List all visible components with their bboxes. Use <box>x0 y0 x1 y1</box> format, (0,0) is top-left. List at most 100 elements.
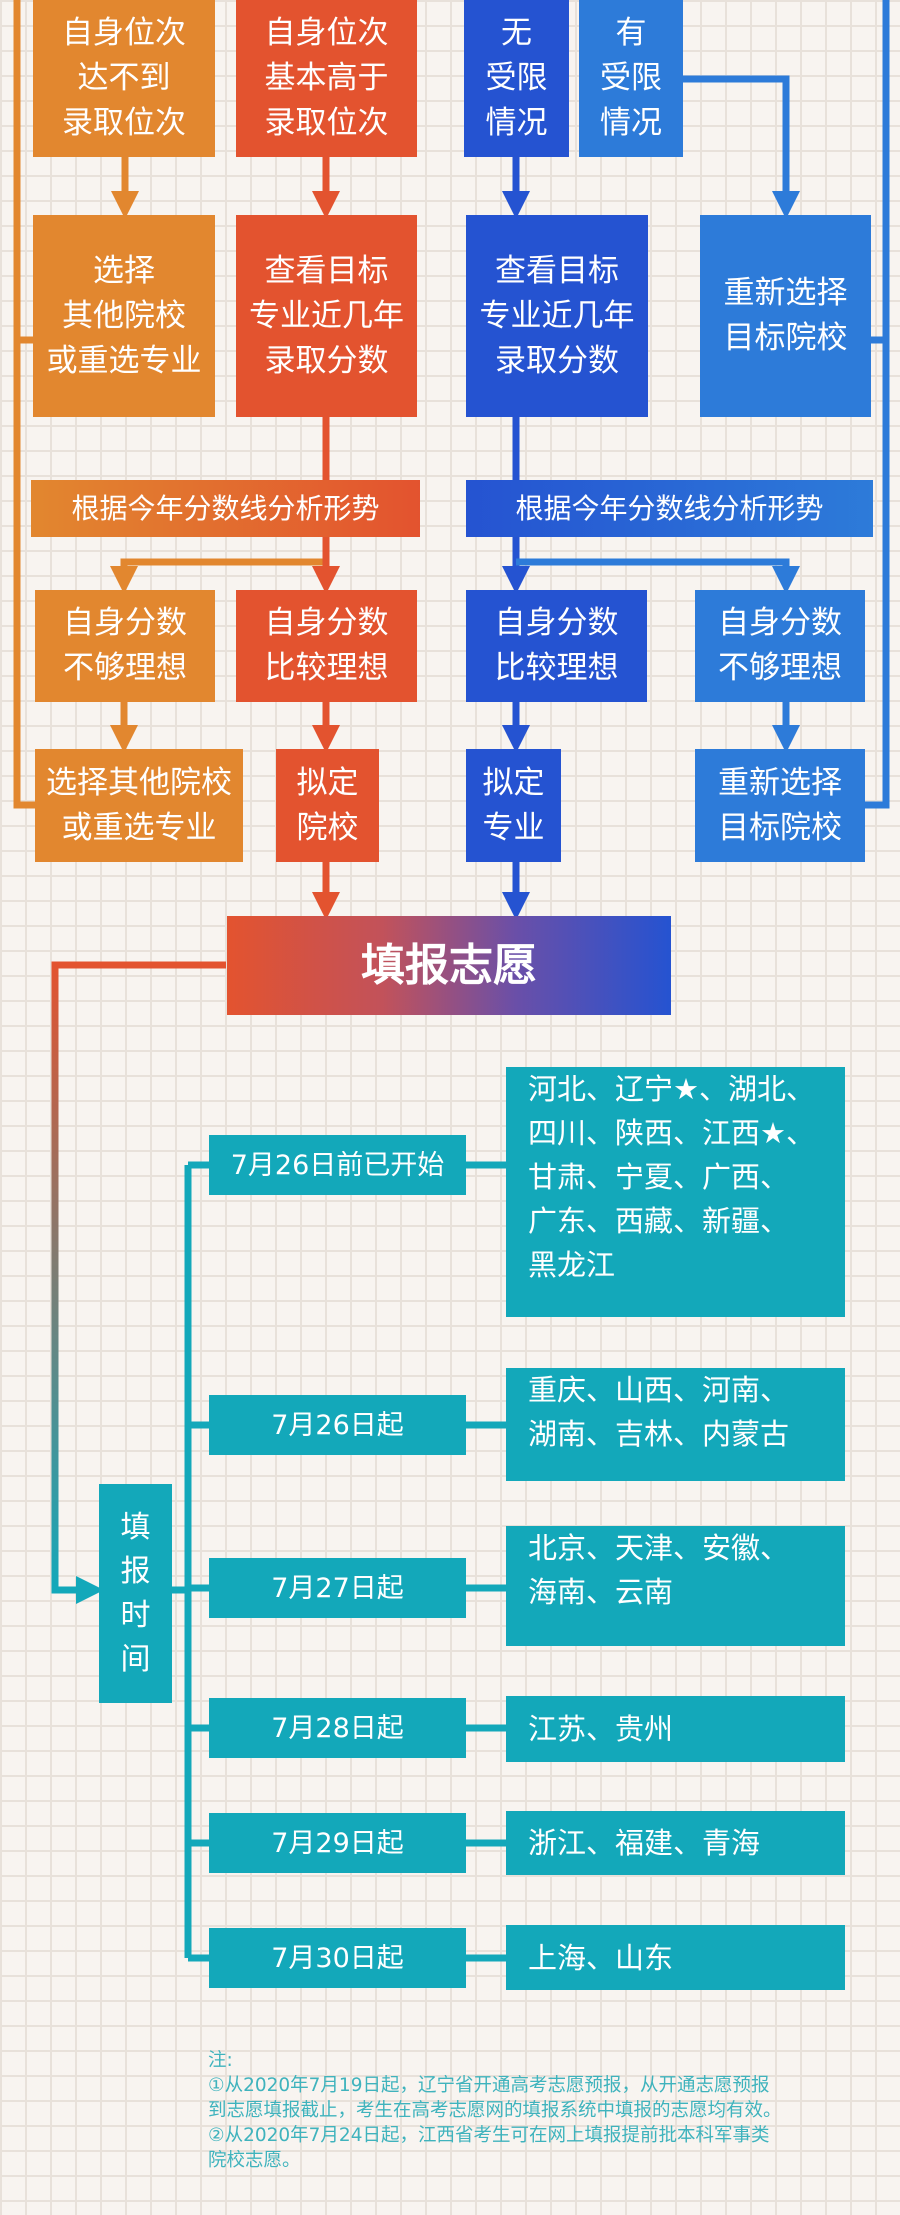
score-low-box-right: 自身分数不够理想 <box>695 590 865 702</box>
box-text: 或重选专业 <box>61 809 217 846</box>
rank-below-box: 自身位次达不到录取位次 <box>33 0 215 157</box>
date-text: 7月26日前已开始 <box>230 1149 445 1181</box>
has-limit-box: 有受限情况 <box>579 0 683 157</box>
box-text: 录取分数 <box>264 342 389 379</box>
date-text: 7月29日起 <box>271 1827 404 1859</box>
choose-other-box-2: 选择其他院校或重选专业 <box>35 749 243 862</box>
box-text: 比较理想 <box>264 650 389 686</box>
province-line: 黑龙江 <box>528 1248 616 1282</box>
fill-time-label: 填报时间 <box>99 1484 172 1703</box>
draft-major-box: 拟定专业 <box>466 749 561 862</box>
box-text: 或重选专业 <box>46 342 202 379</box>
analyze-bar-right: 根据今年分数线分析形势 <box>466 480 873 537</box>
date-text: 7月28日起 <box>271 1712 404 1744</box>
province-line: 北京、天津、安徽、 <box>528 1531 790 1565</box>
bar-text: 根据今年分数线分析形势 <box>71 492 380 525</box>
box-text: 受限 <box>600 60 662 96</box>
box-text: 拟定 <box>296 764 359 801</box>
box-text: 情况 <box>485 105 548 141</box>
province-box: 重庆、山西、河南、 湖南、吉林、内蒙古 <box>506 1368 845 1481</box>
box-text: 不够理想 <box>63 650 187 686</box>
rank-above-box: 自身位次基本高于录取位次 <box>236 0 417 157</box>
province-box: 北京、天津、安徽、 海南、云南 <box>506 1526 845 1646</box>
check-scores-box-left: 查看目标专业近几年录取分数 <box>236 215 417 417</box>
province-line: 海南、云南 <box>528 1575 674 1609</box>
date-box: 7月27日起 <box>209 1558 466 1618</box>
box-text: 有 <box>615 15 647 51</box>
note-line: 院校志愿。 <box>208 2150 301 2171</box>
box-text: 选择 <box>93 252 155 289</box>
draft-school-box: 拟定院校 <box>276 749 379 862</box>
label-char: 间 <box>120 1641 151 1677</box>
box-text: 自身位次 <box>62 15 186 51</box>
box-text: 受限 <box>485 60 548 96</box>
notes-title: 注: <box>208 2050 233 2071</box>
box-text: 查看目标 <box>495 252 619 289</box>
province-line: 湖南、吉林、内蒙古 <box>528 1417 790 1451</box>
box-text: 自身分数 <box>718 605 842 641</box>
box-text: 不够理想 <box>718 650 842 686</box>
province-line: 四川、陕西、江西★、 <box>528 1116 815 1150</box>
box-text: 比较理想 <box>494 650 619 686</box>
box-text: 专业近几年 <box>249 297 404 334</box>
notes: 注: ①从2020年7月19日起，辽宁省开通高考志愿预报，从开通志愿预报 到志愿… <box>208 2048 888 2173</box>
date-text: 7月26日起 <box>271 1409 404 1441</box>
box-text: 重新选择 <box>723 275 848 311</box>
box-text: 无 <box>501 15 532 51</box>
note-line: 到志愿填报截止，考生在高考志愿网的填报系统中填报的志愿均有效。 <box>208 2100 782 2121</box>
fill-application-box: 填报志愿 <box>227 916 671 1015</box>
date-box: 7月26日前已开始 <box>209 1135 466 1195</box>
date-text: 7月27日起 <box>271 1572 404 1604</box>
date-box: 7月26日起 <box>209 1395 466 1455</box>
check-scores-box-right: 查看目标专业近几年录取分数 <box>466 215 648 417</box>
box-text: 拟定 <box>482 764 545 801</box>
province-box: 上海、山东 <box>506 1925 845 1990</box>
choose-other-box: 选择其他院校或重选专业 <box>33 215 215 417</box>
box-text: 查看目标 <box>264 252 389 289</box>
box-text: 自身分数 <box>264 605 389 641</box>
box-text: 自身位次 <box>264 15 389 51</box>
province-line: 重庆、山西、河南、 <box>528 1373 790 1407</box>
reselect-box: 重新选择目标院校 <box>700 215 871 417</box>
box-text: 重新选择 <box>718 764 842 801</box>
bar-text: 根据今年分数线分析形势 <box>515 492 824 525</box>
note-line: ②从2020年7月24日起，江西省考生可在网上填报提前批本科军事类 <box>208 2125 770 2146</box>
date-box: 7月28日起 <box>209 1698 466 1758</box>
box-text: 基本高于 <box>264 60 389 96</box>
score-low-box-left: 自身分数不够理想 <box>35 590 215 702</box>
box-text: 目标院校 <box>718 809 842 846</box>
no-limit-box: 无受限情况 <box>464 0 569 157</box>
box-text: 专业 <box>482 809 545 846</box>
box-text: 录取位次 <box>62 105 186 141</box>
box-text: 情况 <box>600 105 662 141</box>
date-box: 7月30日起 <box>209 1928 466 1988</box>
province-box: 河北、辽宁★、湖北、 四川、陕西、江西★、 甘肃、宁夏、广西、 广东、西藏、新疆… <box>506 1067 845 1317</box>
box-text: 其他院校 <box>62 297 186 334</box>
main-title: 填报志愿 <box>361 940 537 991</box>
box-text: 录取分数 <box>495 342 619 379</box>
label-char: 填 <box>120 1509 151 1545</box>
box-text: 院校 <box>296 809 359 846</box>
label-char: 时 <box>120 1597 151 1633</box>
score-good-box-left: 自身分数比较理想 <box>236 590 417 702</box>
province-line: 上海、山东 <box>528 1940 674 1975</box>
province-line: 江苏、贵州 <box>528 1712 674 1746</box>
note-line: ①从2020年7月19日起，辽宁省开通高考志愿预报，从开通志愿预报 <box>208 2075 770 2096</box>
province-line: 河北、辽宁★、湖北、 <box>528 1072 815 1106</box>
box-text: 选择其他院校 <box>46 764 232 801</box>
score-good-box-right: 自身分数比较理想 <box>466 590 647 702</box>
province-line: 甘肃、宁夏、广西、 <box>528 1160 790 1194</box>
box-text: 目标院校 <box>723 320 848 356</box>
box-text: 专业近几年 <box>479 297 635 334</box>
box-text: 自身分数 <box>494 605 619 641</box>
box-text: 达不到 <box>77 60 171 96</box>
box-text: 自身分数 <box>63 605 187 641</box>
analyze-bar-left: 根据今年分数线分析形势 <box>31 480 420 537</box>
reselect-box-2: 重新选择目标院校 <box>695 749 865 862</box>
province-box: 浙江、福建、青海 <box>506 1811 845 1875</box>
province-box: 江苏、贵州 <box>506 1696 845 1762</box>
box-text: 录取位次 <box>264 105 389 141</box>
province-line: 广东、西藏、新疆、 <box>528 1204 790 1238</box>
label-char: 报 <box>120 1553 151 1589</box>
